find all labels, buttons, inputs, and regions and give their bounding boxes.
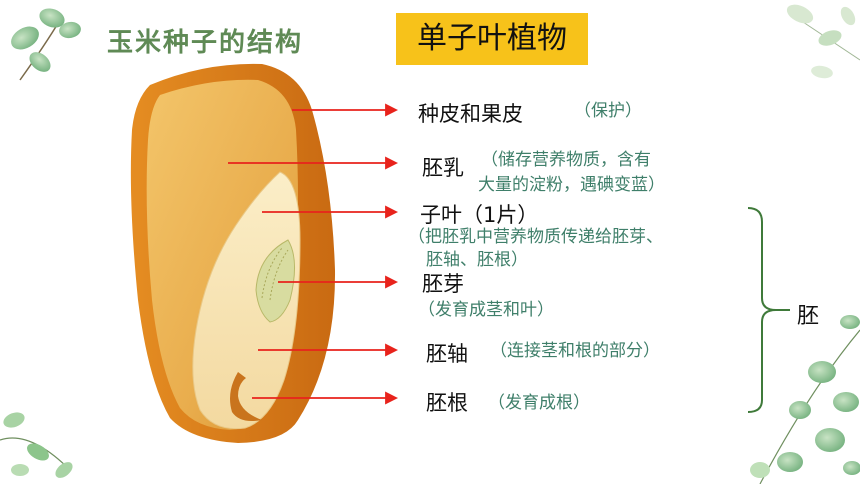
label-endosperm: 胚乳 <box>422 156 464 180</box>
note-plumule: （发育成茎和叶） <box>418 300 554 320</box>
slide-title: 玉米种子的结构 <box>107 28 304 58</box>
note-cotyledon-line1: （把胚乳中营养物质传递给胚芽、 <box>408 227 663 247</box>
plumule <box>255 239 295 323</box>
cotyledon <box>192 171 301 430</box>
label-radicle: 胚根 <box>426 391 468 415</box>
label-plumule: 胚芽 <box>422 272 464 296</box>
pointer-arrows <box>228 103 399 405</box>
note-radicle: （发育成根） <box>488 393 590 413</box>
note-hypocotyl: （连接茎和根的部分） <box>490 341 660 361</box>
radicle <box>230 372 262 421</box>
leaf-decoration-top-left <box>11 8 81 81</box>
note-seed-coat: （保护） <box>574 101 642 121</box>
leaf-decoration-bottom-left <box>0 412 73 478</box>
category-badge: 单子叶植物 <box>396 13 588 65</box>
leaf-decoration-bottom-right <box>750 315 860 484</box>
embryo-bracket <box>747 207 777 413</box>
label-hypocotyl: 胚轴 <box>426 342 468 366</box>
note-endosperm-line1: （储存营养物质，含有 <box>481 150 651 170</box>
leaf-decoration-top-right <box>786 4 860 79</box>
embryo-label: 胚 <box>797 304 820 329</box>
corn-seed-illustration <box>130 63 336 444</box>
label-seed-coat: 种皮和果皮 <box>418 102 523 126</box>
label-cotyledon: 子叶（1片） <box>420 203 539 227</box>
note-endosperm-line2: 大量的淀粉，遇碘变蓝） <box>478 175 665 195</box>
note-cotyledon-line2: 胚轴、胚根） <box>426 250 528 270</box>
